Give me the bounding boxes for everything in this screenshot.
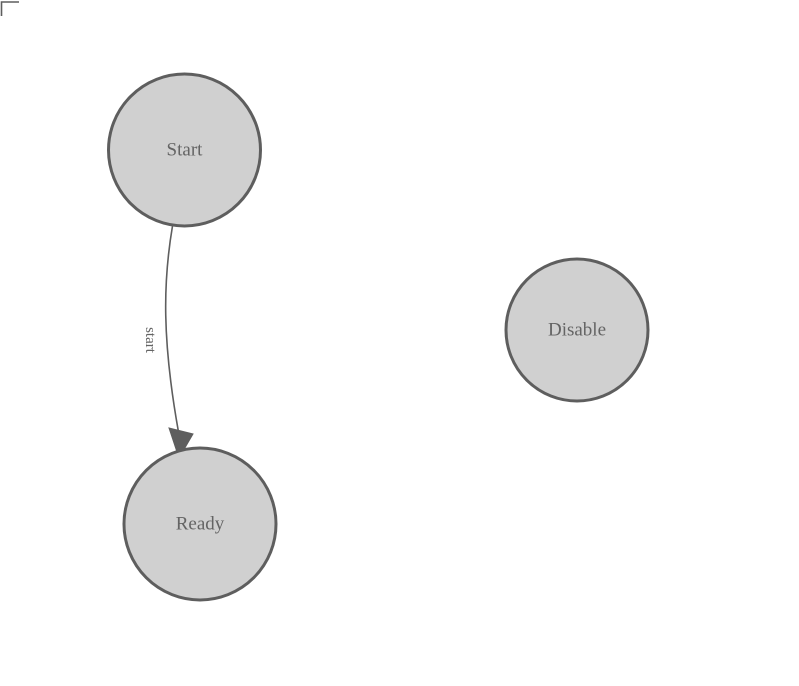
node-ready-circle (122, 446, 278, 602)
canvas-corner-marker (0, 1, 19, 16)
edge-start-to-ready[interactable]: start (142, 225, 194, 460)
node-disable-label: Disable (548, 320, 606, 341)
node-start-label: Start (167, 140, 204, 161)
edge-arrowhead-icon (168, 427, 194, 460)
edge-path (164, 225, 180, 433)
node-start[interactable]: Start (107, 72, 262, 228)
node-start-circle (107, 72, 262, 228)
edge-label-start: start (142, 327, 158, 354)
node-disable[interactable]: Disable (504, 257, 650, 403)
node-disable-circle (504, 257, 650, 403)
node-ready[interactable]: Ready (122, 446, 278, 602)
node-ready-label: Ready (176, 514, 225, 535)
